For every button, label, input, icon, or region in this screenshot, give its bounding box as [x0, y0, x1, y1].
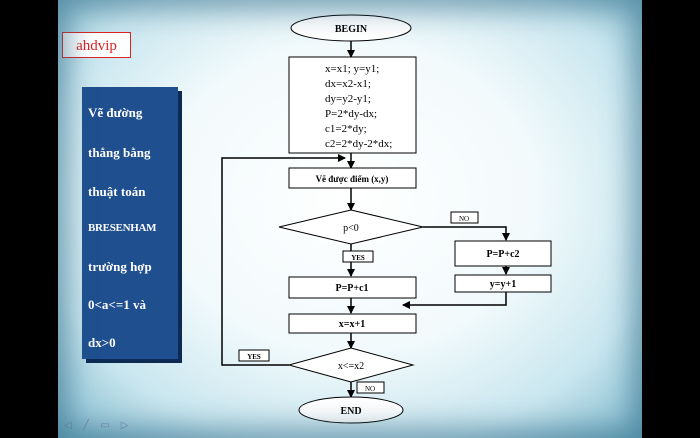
title-box: Vẽ đường thẳng bằng thuật toán BRESENHAM…: [82, 87, 178, 359]
p-plus-c1-label: P=P+c1: [335, 283, 368, 294]
yes2-label: YES: [247, 353, 261, 361]
plot-label: Vẽ được điểm (x,y): [316, 174, 389, 184]
p-plus-c1-block: [288, 276, 417, 299]
title-line-3: thuật toán: [88, 184, 146, 199]
y-inc-block: [454, 274, 552, 293]
cond2-label: x<=x2: [338, 361, 364, 372]
title-line-4: BRESENHAM: [88, 222, 157, 234]
no2-tag: [356, 381, 385, 394]
p-plus-c2-label: P=P+c2: [486, 249, 519, 260]
init-line-6: c2=2*dy-2*dx;: [325, 138, 392, 150]
yes2-tag: [238, 349, 270, 362]
init-line-5: c1=2*dy;: [325, 123, 367, 135]
begin-label: BEGIN: [335, 24, 368, 35]
yes1-label: YES: [351, 254, 365, 262]
title-line-7: dx>0: [88, 335, 116, 350]
logo-label: ahdvip: [62, 32, 131, 58]
yes1-tag: [342, 250, 374, 263]
end-label: END: [340, 406, 361, 417]
init-block: [288, 56, 417, 154]
init-line-4: P=2*dy-dx;: [325, 108, 377, 120]
init-line-2: dx=x2-x1;: [325, 78, 371, 90]
cond1-label: p<0: [343, 223, 359, 234]
slide: ahdvip Vẽ đường thẳng bằng thuật toán BR…: [58, 0, 642, 438]
end-oval: [298, 396, 404, 424]
title-line-1: Vẽ đường: [88, 105, 143, 120]
no1-tag: [450, 211, 479, 224]
init-line-1: x=x1; y=y1;: [325, 63, 379, 75]
y-inc-label: y=y+1: [490, 279, 516, 290]
flow-arrows: [221, 41, 510, 398]
p-plus-c2-block: [454, 240, 552, 267]
plot-block: [288, 167, 417, 189]
title-line-6: 0<a<=1 và: [88, 297, 146, 312]
title-line-5: trường hợp: [88, 259, 152, 274]
no2-label: NO: [365, 385, 375, 393]
cond2-diamond: [287, 347, 415, 383]
init-line-3: dy=y2-y1;: [325, 93, 371, 105]
cond1-diamond: [278, 209, 424, 245]
flowchart: BEGIN x=x1; y=y1; dx=x2-x1; dy=y2-y1; P=…: [221, 14, 552, 424]
no1-label: NO: [459, 215, 469, 223]
slide-nav[interactable]: ◁ ╱ ▭ ▷: [64, 420, 132, 431]
nav-icons[interactable]: ◁ ╱ ▭ ▷: [64, 420, 133, 431]
x-inc-label: x=x+1: [339, 319, 365, 330]
begin-oval: [290, 14, 412, 42]
title-line-2: thẳng bằng: [88, 145, 151, 160]
x-inc-block: [288, 313, 417, 334]
